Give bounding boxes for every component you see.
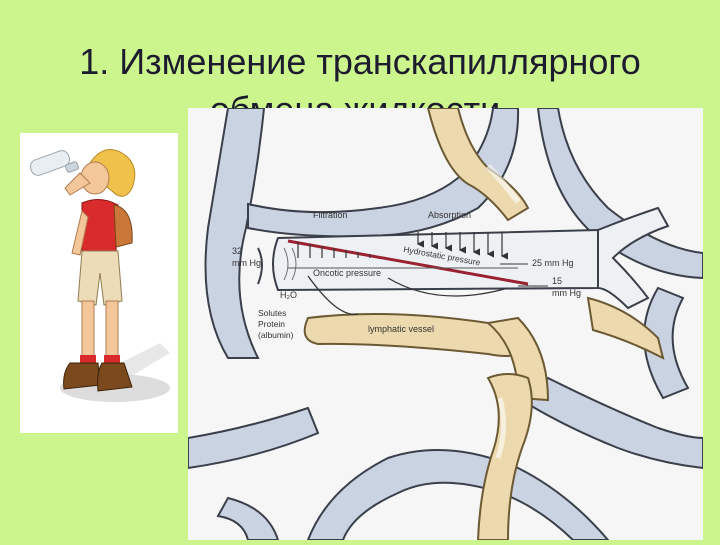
- bottle-icon: [29, 150, 79, 176]
- solutes-label: Solutes: [258, 308, 286, 318]
- pressure-right-bottom-value: 15: [552, 276, 562, 286]
- flow-curve-1: [307, 275, 359, 315]
- protein-label: Protein: [258, 319, 285, 329]
- figure-panel: [20, 133, 178, 433]
- lymphatic-vessel: [303, 313, 530, 357]
- lymph-upper: [426, 107, 530, 222]
- pressure-right-bottom-unit: mm Hg: [552, 288, 581, 298]
- person-drinking-icon: [29, 149, 170, 402]
- flow-curve-2: [387, 277, 509, 297]
- water-label: H₂O: [280, 290, 297, 300]
- capillary-exchange-svg: Filtration Absorption 32 mm Hg Oncotic p…: [187, 107, 704, 541]
- title-line-1: 1. Изменение транскапиллярного: [79, 41, 641, 83]
- oncotic-pressure-label: Oncotic pressure: [313, 268, 381, 278]
- lymphatic-vessel-label: lymphatic vessel: [368, 324, 434, 334]
- absorption-arrows: [416, 232, 508, 260]
- filtration-label: Filtration: [313, 210, 348, 220]
- pressure-right-top: 25 mm Hg: [532, 258, 574, 268]
- lymph-lower: [476, 373, 533, 541]
- capillary: [257, 206, 670, 310]
- pressure-left-value: 32: [232, 246, 242, 256]
- pressure-line: [287, 239, 529, 286]
- absorption-label: Absorption: [428, 210, 471, 220]
- albumin-label: (albumin): [258, 330, 294, 340]
- filtration-marks: [297, 242, 371, 258]
- lymph-right: [586, 296, 665, 360]
- pressure-left-unit: mm Hg: [232, 258, 261, 268]
- capillary-diagram: Filtration Absorption 32 mm Hg Oncotic p…: [187, 107, 704, 541]
